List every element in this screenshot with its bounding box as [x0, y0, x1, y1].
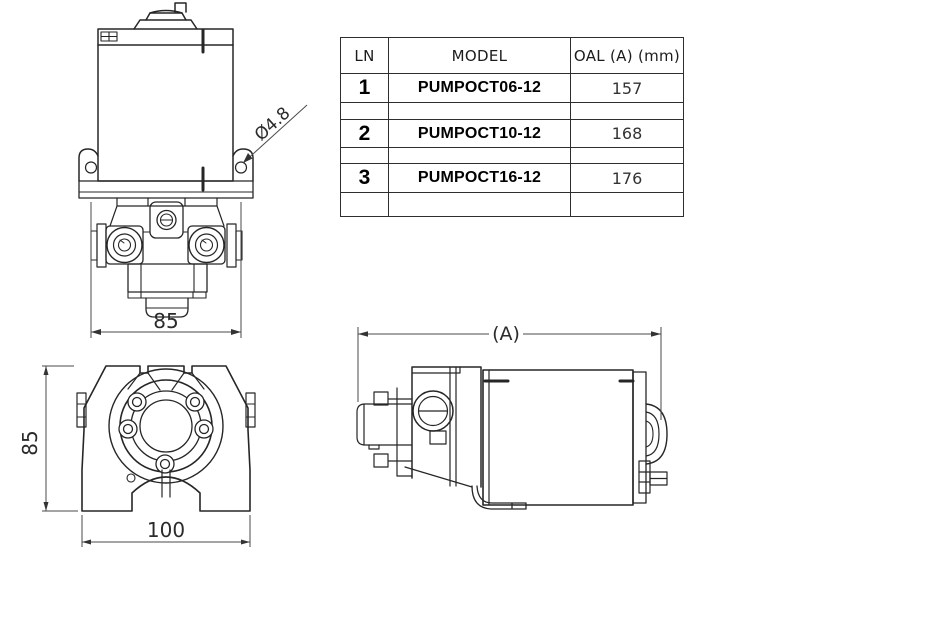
top-view-width-dim-label: 85	[153, 309, 178, 333]
model-spec-table: LN MODEL OAL (A) (mm) 1 PUMPOCT06-12 157…	[340, 37, 684, 217]
top-view-drawing: 85 Ø4.8	[78, 2, 308, 338]
table-row-model: PUMPOCT16-12	[389, 164, 571, 193]
port-right	[188, 226, 225, 264]
table-header-model: MODEL	[389, 38, 571, 74]
side-fitting-left	[96, 223, 107, 268]
motor-body-outline	[97, 28, 234, 182]
pump-housing-circle	[108, 368, 224, 484]
pump-head-side	[411, 366, 482, 488]
motor-end-cap	[632, 371, 647, 504]
port-housing-left	[105, 225, 144, 265]
table-spacer-cell	[571, 148, 683, 164]
flange-bolts	[118, 392, 214, 474]
table-spacer-cell	[341, 103, 389, 120]
port-left	[106, 226, 143, 264]
table-row-oal: 157	[571, 74, 683, 103]
bracket-plate	[78, 180, 254, 199]
hole-diameter-label: Ø4.8	[251, 103, 294, 145]
front-view-width-dim-label: 100	[147, 518, 185, 542]
motor-cap-dome	[133, 19, 198, 30]
side-view-length-dim-label: (A)	[492, 323, 520, 345]
table-spacer-cell	[389, 148, 571, 164]
table-spacer-cell	[389, 193, 571, 216]
side-fitting-right	[226, 223, 237, 268]
table-row-ln: 2	[341, 120, 389, 148]
dimension-front-height	[42, 365, 78, 512]
bracket-ear-right	[232, 148, 254, 182]
front-view-height-dim-label: 85	[18, 430, 42, 455]
mounting-foot	[471, 485, 527, 510]
table-spacer-cell	[571, 103, 683, 120]
table-header-ln: LN	[341, 38, 389, 74]
dimension-overall-length	[357, 327, 662, 420]
table-row-oal: 176	[571, 164, 683, 193]
dimension-front-width	[81, 515, 251, 547]
hole-diameter-callout	[242, 104, 308, 164]
motor-body-side	[482, 369, 634, 506]
lower-manifold	[127, 263, 208, 293]
bracket-ear-left	[78, 148, 99, 182]
pump-bore	[139, 399, 193, 453]
side-view-drawing: (A)	[356, 323, 668, 510]
mounting-hole-right	[234, 161, 248, 174]
port-housing-right	[187, 225, 226, 265]
table-spacer-cell	[341, 148, 389, 164]
table-row-oal: 168	[571, 120, 683, 148]
inlet-fitting	[356, 387, 413, 477]
front-view-drawing: 85 100	[18, 365, 256, 547]
table-header-oal: OAL (A) (mm)	[571, 38, 683, 74]
table-row-model: PUMPOCT06-12	[389, 74, 571, 103]
motor-rear-dome	[645, 403, 668, 465]
table-row-ln: 3	[341, 164, 389, 193]
terminal-connector	[638, 460, 668, 494]
table-row-model: PUMPOCT10-12	[389, 120, 571, 148]
dimension-top-width	[90, 202, 242, 338]
motor-cap-tab	[174, 2, 187, 13]
bottom-outlet	[145, 297, 189, 318]
table-spacer-cell	[341, 193, 389, 216]
table-row-ln: 1	[341, 74, 389, 103]
mounting-hole-left	[84, 161, 98, 174]
table-spacer-cell	[571, 193, 683, 216]
center-screw-boss	[149, 201, 184, 239]
table-spacer-cell	[389, 103, 571, 120]
